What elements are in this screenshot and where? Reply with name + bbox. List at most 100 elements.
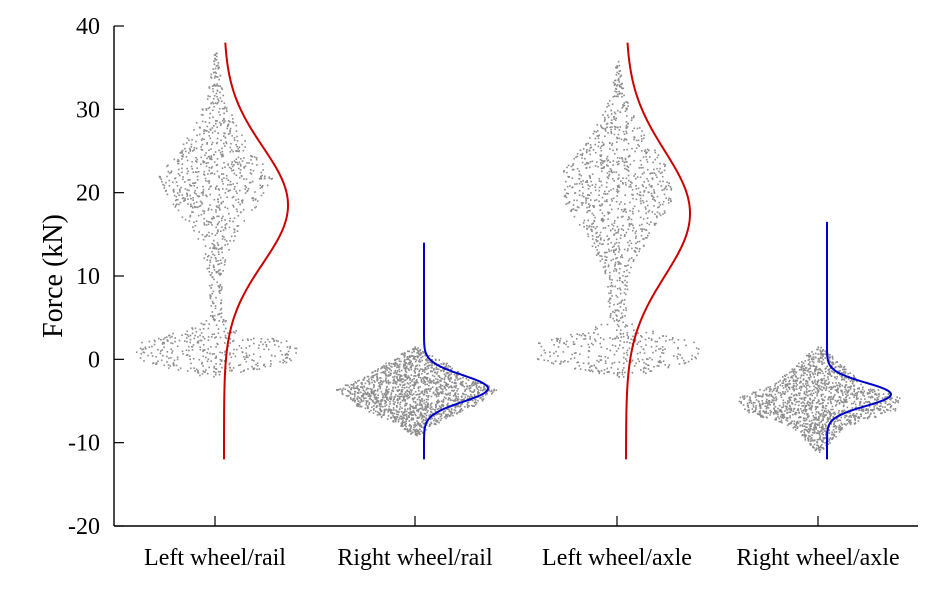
scatter-point bbox=[587, 363, 590, 365]
scatter-point bbox=[271, 354, 273, 357]
scatter-point bbox=[435, 389, 437, 392]
scatter-point bbox=[205, 152, 207, 154]
scatter-point bbox=[428, 381, 431, 384]
scatter-point bbox=[795, 382, 797, 385]
scatter-point bbox=[578, 173, 581, 175]
scatter-point bbox=[806, 423, 809, 425]
scatter-point bbox=[620, 83, 622, 86]
scatter-point bbox=[607, 243, 609, 245]
scatter-point bbox=[677, 347, 679, 350]
scatter-point bbox=[433, 364, 436, 366]
scatter-point bbox=[404, 368, 407, 370]
scatter-point bbox=[410, 427, 412, 429]
scatter-point bbox=[400, 415, 403, 418]
scatter-point bbox=[410, 374, 413, 376]
scatter-point bbox=[403, 414, 405, 417]
scatter-point bbox=[887, 409, 889, 411]
scatter-point bbox=[161, 180, 163, 183]
scatter-point bbox=[379, 387, 381, 390]
scatter-point bbox=[166, 339, 169, 342]
scatter-point bbox=[625, 324, 627, 326]
scatter-point bbox=[433, 367, 435, 370]
scatter-point bbox=[641, 358, 644, 361]
scatter-point bbox=[598, 355, 600, 357]
scatter-point bbox=[237, 225, 240, 227]
scatter-point bbox=[465, 377, 468, 380]
scatter-point bbox=[210, 167, 213, 169]
scatter-point bbox=[255, 363, 257, 366]
scatter-point bbox=[161, 349, 164, 351]
scatter-point bbox=[653, 196, 655, 199]
scatter-point bbox=[386, 366, 388, 369]
scatter-point bbox=[643, 150, 646, 153]
scatter-point bbox=[455, 377, 458, 379]
scatter-point bbox=[769, 388, 771, 390]
scatter-point bbox=[860, 383, 862, 386]
scatter-point bbox=[599, 209, 602, 211]
scatter-point bbox=[232, 196, 235, 198]
scatter-point bbox=[392, 400, 395, 402]
scatter-point bbox=[632, 339, 634, 341]
scatter-point bbox=[435, 394, 438, 396]
scatter-point bbox=[617, 368, 619, 370]
scatter-point bbox=[218, 373, 221, 376]
scatter-point bbox=[176, 185, 179, 187]
scatter-point bbox=[412, 400, 415, 403]
scatter-point bbox=[220, 153, 222, 156]
scatter-point bbox=[615, 257, 617, 260]
scatter-point bbox=[582, 222, 585, 224]
scatter-point bbox=[847, 378, 850, 380]
scatter-point bbox=[444, 374, 447, 377]
scatter-point bbox=[611, 122, 613, 125]
scatter-point bbox=[395, 413, 398, 416]
scatter-point bbox=[645, 152, 648, 155]
scatter-point bbox=[374, 393, 377, 396]
scatter-point bbox=[366, 380, 369, 382]
scatter-point bbox=[460, 381, 462, 383]
scatter-point bbox=[397, 386, 399, 388]
scatter-point bbox=[426, 411, 428, 414]
scatter-point bbox=[437, 381, 440, 384]
scatter-point bbox=[244, 185, 247, 187]
scatter-point bbox=[764, 405, 767, 407]
scatter-point bbox=[554, 360, 557, 362]
scatter-point bbox=[224, 244, 226, 246]
scatter-point bbox=[434, 422, 436, 425]
scatter-point bbox=[668, 182, 670, 184]
scatter-point bbox=[594, 216, 596, 219]
scatter-point bbox=[216, 242, 219, 244]
scatter-point bbox=[199, 334, 201, 337]
scatter-point bbox=[617, 230, 620, 232]
scatter-point bbox=[810, 376, 812, 378]
scatter-point bbox=[386, 381, 388, 384]
scatter-point bbox=[627, 228, 630, 231]
scatter-point bbox=[570, 209, 572, 212]
scatter-point bbox=[200, 148, 203, 151]
scatter-point bbox=[397, 374, 399, 376]
scatter-point bbox=[617, 95, 619, 98]
scatter-point bbox=[209, 186, 211, 188]
scatter-point bbox=[198, 358, 201, 361]
scatter-point bbox=[620, 216, 623, 218]
scatter-point bbox=[200, 213, 203, 216]
scatter-point bbox=[189, 214, 192, 217]
scatter-point bbox=[805, 409, 808, 411]
scatter-point bbox=[814, 373, 816, 375]
scatter-point bbox=[620, 312, 623, 315]
scatter-point bbox=[640, 345, 643, 348]
scatter-point bbox=[215, 59, 218, 61]
scatter-point bbox=[613, 222, 616, 224]
scatter-point bbox=[425, 417, 427, 419]
scatter-point bbox=[405, 420, 408, 422]
scatter-point bbox=[614, 265, 616, 267]
scatter-point bbox=[631, 130, 634, 132]
scatter-point bbox=[358, 388, 361, 391]
scatter-point bbox=[868, 400, 870, 403]
scatter-point bbox=[207, 327, 210, 330]
scatter-point bbox=[469, 395, 471, 398]
scatter-point bbox=[423, 393, 426, 396]
scatter-point bbox=[589, 370, 591, 373]
scatter-point bbox=[614, 261, 617, 264]
scatter-point bbox=[819, 413, 821, 416]
scatter-point bbox=[615, 242, 618, 244]
